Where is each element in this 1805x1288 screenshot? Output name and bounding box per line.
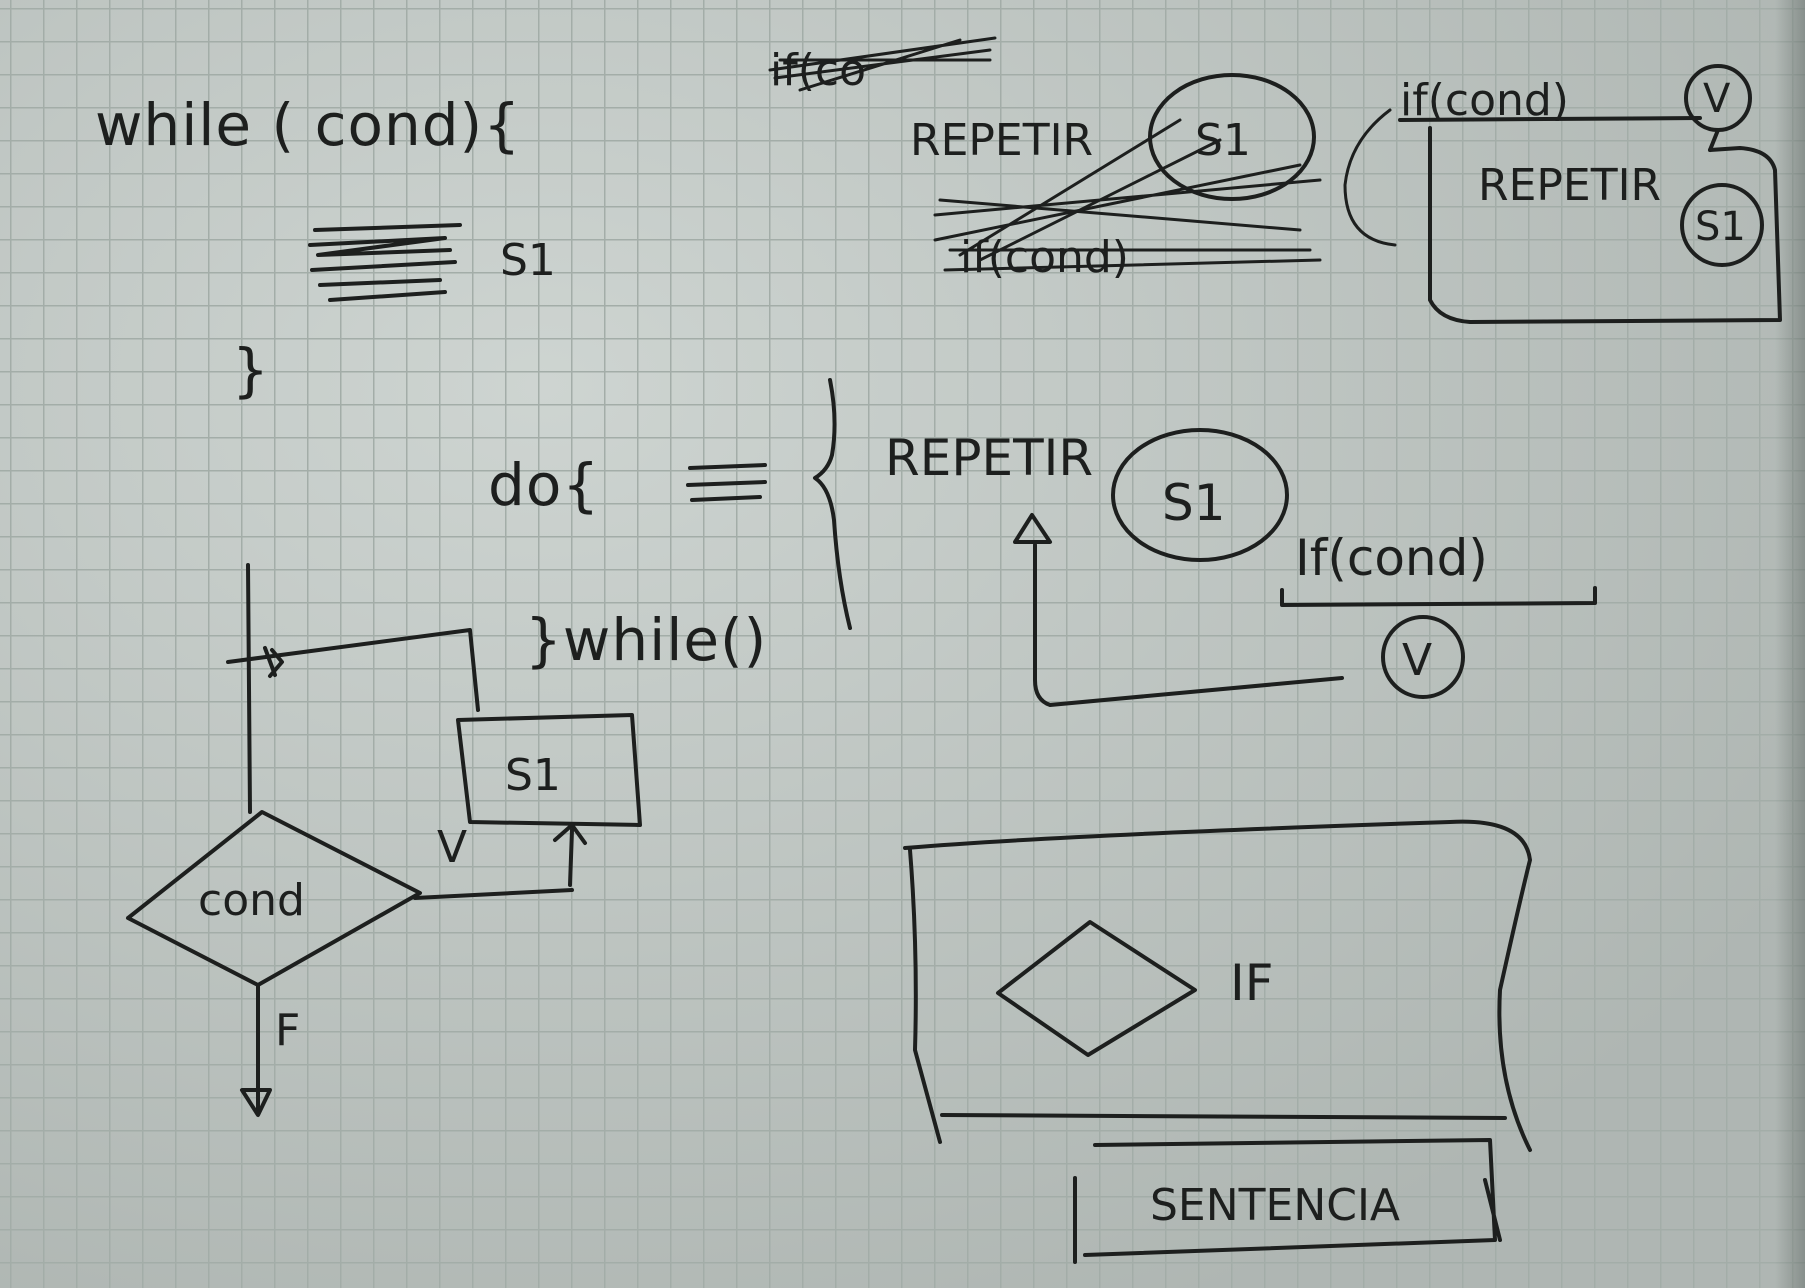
repeat-label: REPETIR [885,429,1093,487]
if-diamond [996,920,1197,1057]
arrow-head-up-icon [1013,513,1052,544]
flowchart: S1 V cond F [126,563,642,1117]
while-header: while ( cond){ [95,91,521,159]
crossed-out-area: if(co REPETIR S1 if(cond) [768,36,1322,283]
arrow-head-down-icon [240,1088,272,1117]
while-body-s1: S1 [500,235,556,286]
flow-false-label: F [275,1005,300,1056]
flow-up-arrow-icon [553,823,587,887]
cross-out-top [768,36,997,92]
flow-cond: cond [198,875,305,926]
tr-loop-arrow [1343,108,1397,247]
while-close-brace: } [232,336,270,404]
equivalence-sign [686,463,767,502]
flow-loop-top [226,628,480,712]
flow-s1-box [456,713,642,827]
repeat-underline [1280,586,1597,607]
flow-loop-arrow-icon [263,646,284,678]
tr-s1-circle [1680,183,1764,267]
if-frame [903,819,1532,1152]
repeat-block: REPETIR S1 If(cond) V [885,428,1597,707]
crossed-s1: S1 [1195,115,1251,166]
tr-underline [1398,116,1720,152]
repeat-s1: S1 [1162,474,1226,532]
while-block: while ( cond){ S1 } [95,91,556,404]
flow-entry-line [246,563,252,814]
tr-box [1428,126,1782,324]
repeat-v: V [1402,635,1432,686]
repeat-s1-circle [1111,428,1289,562]
sentencia-box [1073,1138,1502,1264]
scribble-lines [308,223,462,302]
flow-s1: S1 [505,750,561,801]
do-label: do{ [488,451,600,519]
flow-true-label: V [437,822,467,873]
repeat-back-arrow [1033,543,1344,707]
top-right-block: if(cond) V REPETIR S1 [1343,64,1782,324]
tr-s1: S1 [1695,204,1746,250]
do-while-brace [813,378,852,630]
if-label: IF [1230,954,1274,1012]
do-while-block: do{ }while() [488,378,852,674]
repeat-v-circle [1381,615,1465,699]
if-box: IF SENTENCIA [903,819,1532,1264]
flow-true-branch [413,888,574,900]
crossed-repetir: REPETIR [910,115,1093,166]
sentencia-label: SENTENCIA [1150,1180,1400,1231]
tr-repetir: REPETIR [1478,160,1661,211]
repeat-if-cond: If(cond) [1295,529,1488,587]
page-edge-shadow [1775,0,1805,1288]
cross-out-scribble [933,118,1322,272]
crossed-if-top: if(co [770,45,866,96]
do-while-close: }while() [525,606,767,674]
tr-v: V [1703,76,1731,122]
